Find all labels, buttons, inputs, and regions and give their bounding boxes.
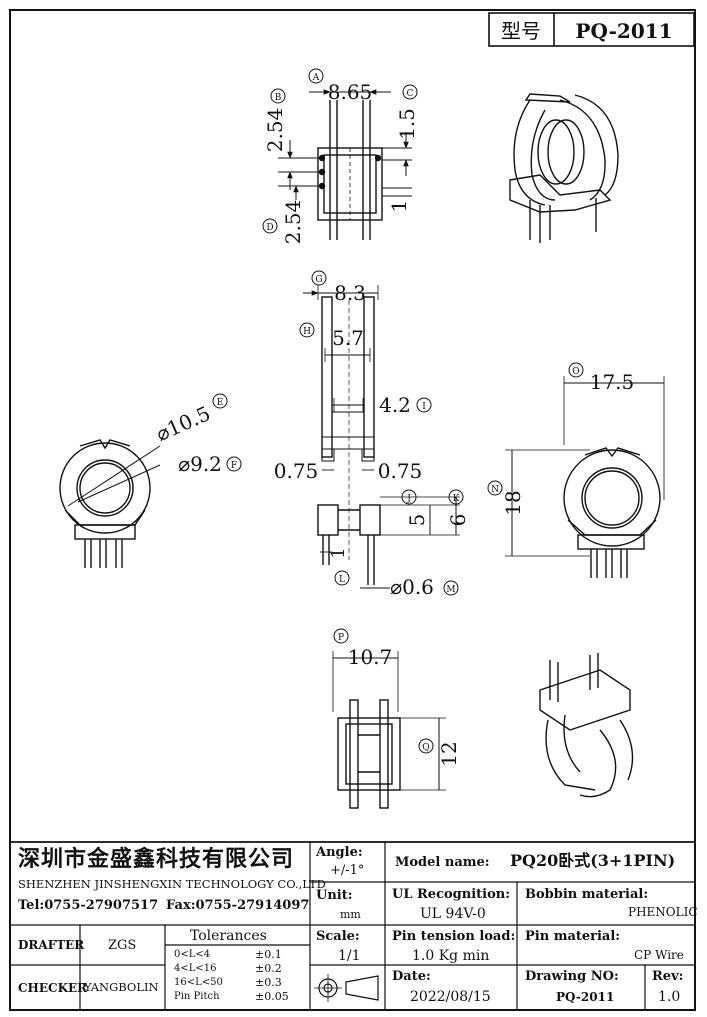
dim-l-value: 1	[328, 547, 349, 558]
company-name-cn: 深圳市金盛鑫科技有限公司	[18, 846, 295, 872]
isometric-view-lower	[539, 653, 634, 798]
view-front-left	[59, 439, 161, 568]
dim-h-letter: H	[303, 327, 311, 337]
tol-range-1: 0<L<4	[174, 949, 211, 960]
tol-range-4: Pin Pitch	[174, 991, 220, 1002]
view-bottom-plan-labels: P 10.7 Q 12	[333, 628, 461, 767]
dim-m-letter: M	[446, 585, 455, 595]
dim-q-value: 12	[437, 741, 461, 766]
dim-c-letter: C	[407, 89, 414, 99]
ul-recognition-label: UL Recognition:	[392, 887, 511, 902]
view-side-elevation-labels: G 8.3 H 5.7 4.2 I 0.75 0.75 J 5 K 6 1 L …	[274, 270, 470, 599]
dim-g-value: 8.3	[334, 281, 366, 305]
dim-o-value: 17.5	[590, 370, 635, 394]
view-pin-side-labels: A 8.65 C 1.5 B 2.54 D 2.54 1	[262, 68, 419, 245]
view-front-left-labels: ⌀10.5 E ⌀9.2 F	[152, 393, 242, 476]
dim-d-value: 2.54	[281, 200, 305, 245]
title-block-grid	[10, 841, 695, 1010]
tol-range-2: 4<L<16	[174, 963, 217, 974]
dim-p-value: 10.7	[348, 645, 393, 669]
company-name-en: SHENZHEN JINSHENGXIN TECHNOLOGY CO.,LTD	[18, 877, 326, 891]
dim-a-value: 8.65	[328, 80, 373, 104]
sheet-border	[9, 9, 696, 1011]
dim-i-value: 4.2	[379, 393, 411, 417]
isometric-view-upper	[509, 93, 619, 243]
checker-label: CHECKER	[18, 981, 88, 995]
scale-label: Scale:	[316, 929, 360, 944]
ul-recognition-value: UL 94V-0	[420, 906, 486, 922]
dim-q-letter: Q	[422, 743, 429, 753]
rev-label: Rev:	[652, 969, 684, 984]
pin-tension-value: 1.0 Kg min	[412, 948, 490, 964]
dim-f-value: ⌀9.2	[178, 452, 222, 476]
dim-o-letter: O	[572, 367, 579, 377]
drawing-no-value: PQ-2011	[556, 990, 615, 1004]
company-fax: Fax:0755-27914097	[166, 898, 310, 913]
dim-m-value: ⌀0.6	[390, 575, 434, 599]
dim-e-value: ⌀10.5	[152, 401, 213, 446]
tol-value-4: ±0.05	[255, 990, 289, 1003]
tol-value-2: ±0.2	[255, 962, 282, 975]
unit-value: mm	[340, 908, 361, 921]
pin-material-value: CP Wire	[634, 948, 684, 962]
dim-b-letter: B	[275, 93, 282, 103]
dim-gap-right: 0.75	[378, 459, 423, 483]
dim-g-letter: G	[315, 275, 322, 285]
drafter-value: ZGS	[108, 938, 137, 953]
date-value: 2022/08/15	[410, 989, 491, 1005]
dim-a-letter: A	[312, 73, 320, 83]
unit-label: Unit:	[316, 888, 353, 903]
dim-n-letter: N	[491, 485, 499, 495]
rev-value: 1.0	[658, 989, 681, 1005]
tol-value-3: ±0.3	[255, 976, 282, 989]
view-front-right	[505, 376, 665, 578]
header-type-label: 型号	[501, 19, 541, 43]
dim-h-value: 5.7	[332, 326, 364, 350]
dim-k-value: 6	[446, 514, 470, 527]
dim-j-letter: J	[406, 494, 411, 504]
bobbin-material-value: PHENOLIC	[628, 905, 698, 919]
dim-gap-left: 0.75	[274, 459, 319, 483]
dim-c-value: 1.5	[395, 108, 419, 140]
dim-d-letter: D	[266, 223, 273, 233]
scale-value: 1/1	[338, 948, 361, 964]
dim-b-value: 2.54	[263, 108, 287, 153]
angle-label: Angle:	[316, 845, 363, 860]
tol-value-1: ±0.1	[255, 948, 282, 961]
dim-i-letter: I	[422, 402, 426, 412]
bobbin-material-label: Bobbin material:	[525, 887, 649, 902]
tol-range-3: 16<L<50	[174, 977, 223, 988]
model-name-value: PQ20卧式(3+1PIN)	[510, 851, 676, 870]
dim-k-letter: K	[453, 494, 460, 504]
drawing-no-label: Drawing NO:	[525, 969, 619, 984]
drafter-label: DRAFTER	[18, 938, 85, 952]
view-bottom-plan	[332, 651, 446, 809]
model-name-label: Model name:	[395, 855, 490, 870]
dim-l-letter: L	[339, 575, 345, 585]
tolerances-label: Tolerances	[190, 928, 267, 944]
dim-f-letter: F	[231, 461, 237, 471]
dim-p-letter: P	[338, 633, 344, 643]
dim-n-value: 18	[501, 490, 525, 515]
dim-e-letter: E	[217, 398, 224, 408]
dim-j-value: 5	[405, 514, 429, 527]
pin-material-label: Pin material:	[525, 929, 621, 944]
view-side-elevation	[303, 285, 460, 589]
view-front-right-labels: O 17.5 N 18	[487, 362, 635, 516]
view-pin-side	[278, 89, 412, 240]
checker-value: YANGBOLIN	[84, 980, 159, 994]
header-part-box: 型号 PQ-2011	[488, 12, 695, 47]
angle-value: +/-1°	[330, 863, 365, 878]
header-part-number: PQ-2011	[575, 19, 672, 43]
dim-small-1: 1	[387, 200, 411, 213]
date-label: Date:	[392, 969, 431, 984]
company-tel: Tel:0755-27907517	[18, 898, 159, 913]
pin-tension-label: Pin tension load:	[392, 929, 516, 944]
